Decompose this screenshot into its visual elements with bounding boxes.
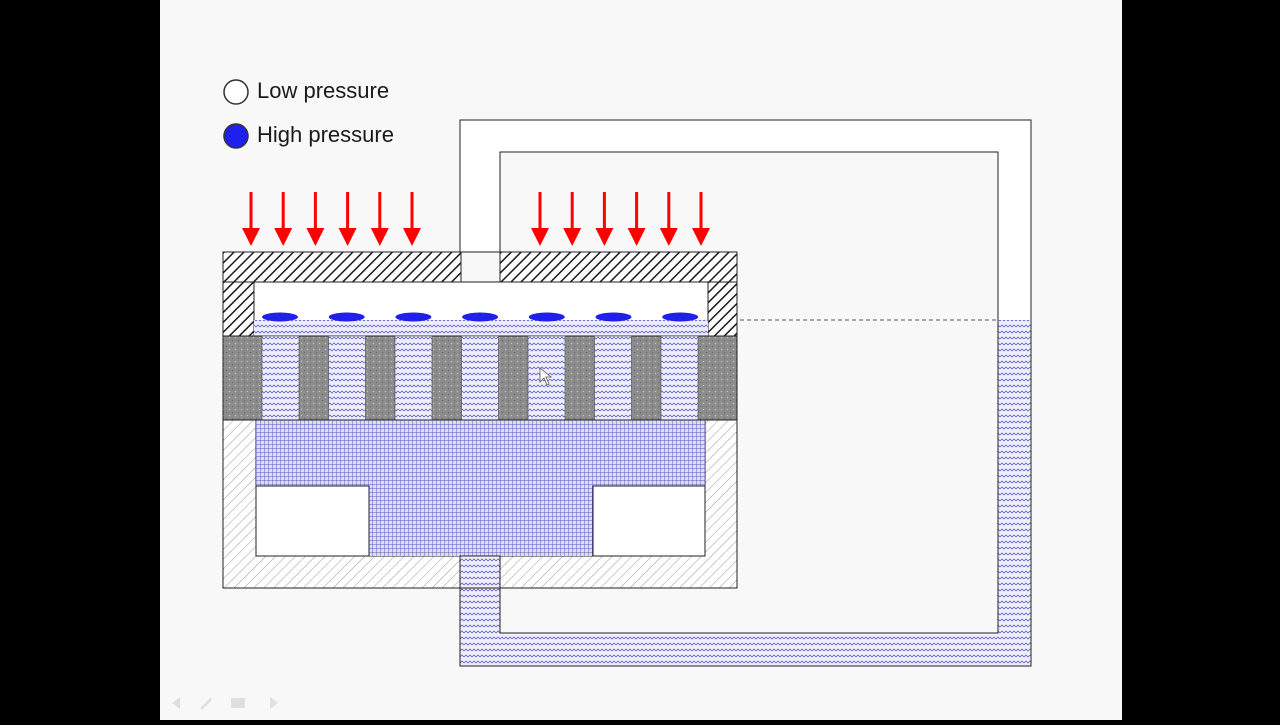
rod [660, 335, 699, 421]
pressure-arrow-icon [274, 192, 293, 246]
menu-icon[interactable] [231, 698, 245, 708]
return-tube [459, 119, 1032, 667]
pressure-arrow-icon [306, 192, 325, 246]
pressure-arrow-icon [403, 192, 421, 246]
rod [261, 335, 300, 421]
pressure-arrow-icon [338, 192, 357, 246]
presentation-nav [172, 697, 278, 710]
pressure-arrow-icon [659, 192, 678, 246]
high-pressure-bubble [462, 312, 499, 322]
high-pressure-bubble [662, 312, 699, 322]
legend-high-pressure-label: High pressure [257, 122, 394, 147]
forward-arrow-icon[interactable] [270, 697, 278, 709]
pressure-arrow-icon [627, 192, 646, 246]
stone-layer [222, 335, 738, 421]
pressure-arrow-icon [531, 192, 549, 246]
rod [461, 335, 499, 421]
bottom-chamber [222, 419, 738, 589]
high-pressure-bubble [528, 312, 565, 322]
legend-low-pressure-label: Low pressure [257, 78, 390, 103]
low-pressure-swatch [223, 79, 249, 105]
high-pressure-bubble [262, 312, 298, 322]
pressure-arrows [242, 192, 710, 246]
back-arrow-icon[interactable] [172, 697, 180, 709]
mouse-cursor-icon [539, 367, 553, 386]
high-pressure-bubble [595, 312, 632, 322]
top-chamber [222, 251, 738, 337]
high-pressure-bubble [328, 312, 365, 322]
high-pressure-bubbles [262, 312, 699, 322]
rod [394, 335, 433, 421]
pressure-arrow-icon [370, 192, 389, 246]
high-pressure-swatch [223, 123, 249, 149]
rod [328, 335, 366, 421]
pressure-arrow-icon [242, 192, 260, 246]
pressure-arrow-icon [563, 192, 582, 246]
pressure-arrow-icon [595, 192, 614, 246]
pen-icon[interactable] [200, 698, 212, 710]
high-pressure-bubble [395, 312, 432, 322]
rod [594, 335, 632, 421]
pressure-arrow-icon [692, 192, 710, 246]
